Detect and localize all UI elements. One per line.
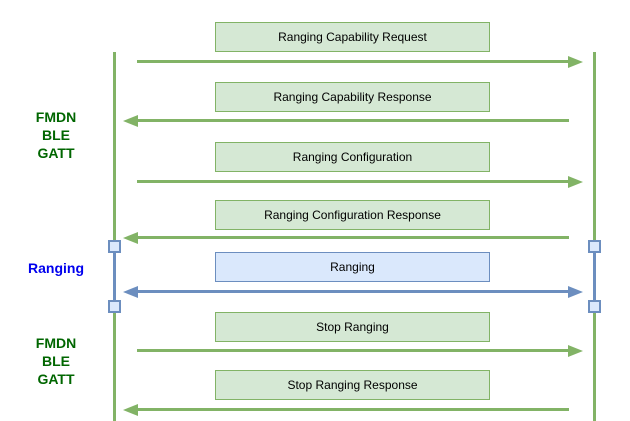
message-label: Ranging Capability Response	[273, 90, 432, 104]
message-label: Stop Ranging	[316, 320, 389, 334]
arrowhead-right-icon	[568, 55, 583, 68]
arrowhead-left-icon	[123, 231, 138, 244]
arrowhead-left-icon	[123, 285, 138, 298]
lifeline-left-green-bottom	[113, 307, 116, 421]
phase-label-line: GATT	[37, 371, 75, 387]
arrowhead-right-icon	[568, 175, 583, 188]
message-box-ranging-configuration-response: Ranging Configuration Response	[215, 200, 490, 230]
message-box-ranging-configuration: Ranging Configuration	[215, 142, 490, 172]
message-label: Ranging Configuration	[292, 150, 413, 164]
arrowhead-right-icon	[568, 344, 583, 357]
activation-marker-left-bottom	[108, 300, 121, 313]
phase-label-line: FMDN	[35, 109, 77, 125]
phase-label-line: BLE	[42, 353, 70, 369]
message-label: Ranging Capability Request	[278, 30, 427, 44]
message-box-ranging-capability-response: Ranging Capability Response	[215, 82, 490, 112]
phase-label-line: GATT	[37, 145, 75, 161]
phase-label-line: FMDN	[35, 335, 77, 351]
activation-marker-right-bottom	[588, 300, 601, 313]
message-label: Ranging Configuration Response	[264, 208, 441, 222]
arrow-bidirectional-ranging	[123, 285, 583, 298]
message-box-ranging: Ranging	[215, 252, 490, 282]
phase-label-fmdn-ble-gatt-bottom: FMDN BLE GATT	[0, 334, 112, 388]
activation-marker-left-top	[108, 240, 121, 253]
phase-label-fmdn-ble-gatt-top: FMDN BLE GATT	[0, 108, 112, 162]
message-box-ranging-capability-request: Ranging Capability Request	[215, 22, 490, 52]
phase-label-line: BLE	[42, 127, 70, 143]
arrow-left-ranging-configuration-response	[123, 231, 569, 244]
phase-label-ranging: Ranging	[0, 259, 112, 277]
message-box-stop-ranging: Stop Ranging	[215, 312, 490, 342]
arrow-left-ranging-capability-response	[123, 114, 569, 127]
lifeline-right-green-top	[593, 52, 596, 246]
lifeline-right-blue-segment	[593, 246, 596, 307]
lifeline-right-green-bottom	[593, 307, 596, 421]
arrowhead-left-icon	[123, 114, 138, 127]
arrowhead-right-icon	[568, 285, 583, 298]
arrow-right-ranging-capability-request	[137, 55, 583, 68]
lifeline-left-blue-segment	[113, 246, 116, 307]
arrow-right-stop-ranging	[137, 344, 583, 357]
phase-label-line: Ranging	[28, 260, 84, 276]
arrow-right-ranging-configuration	[137, 175, 583, 188]
arrow-left-stop-ranging-response	[123, 403, 569, 416]
lifeline-left-green-top	[113, 52, 116, 246]
message-label: Stop Ranging Response	[287, 378, 418, 392]
activation-marker-right-top	[588, 240, 601, 253]
arrowhead-left-icon	[123, 403, 138, 416]
message-label: Ranging	[330, 260, 375, 274]
message-box-stop-ranging-response: Stop Ranging Response	[215, 370, 490, 400]
